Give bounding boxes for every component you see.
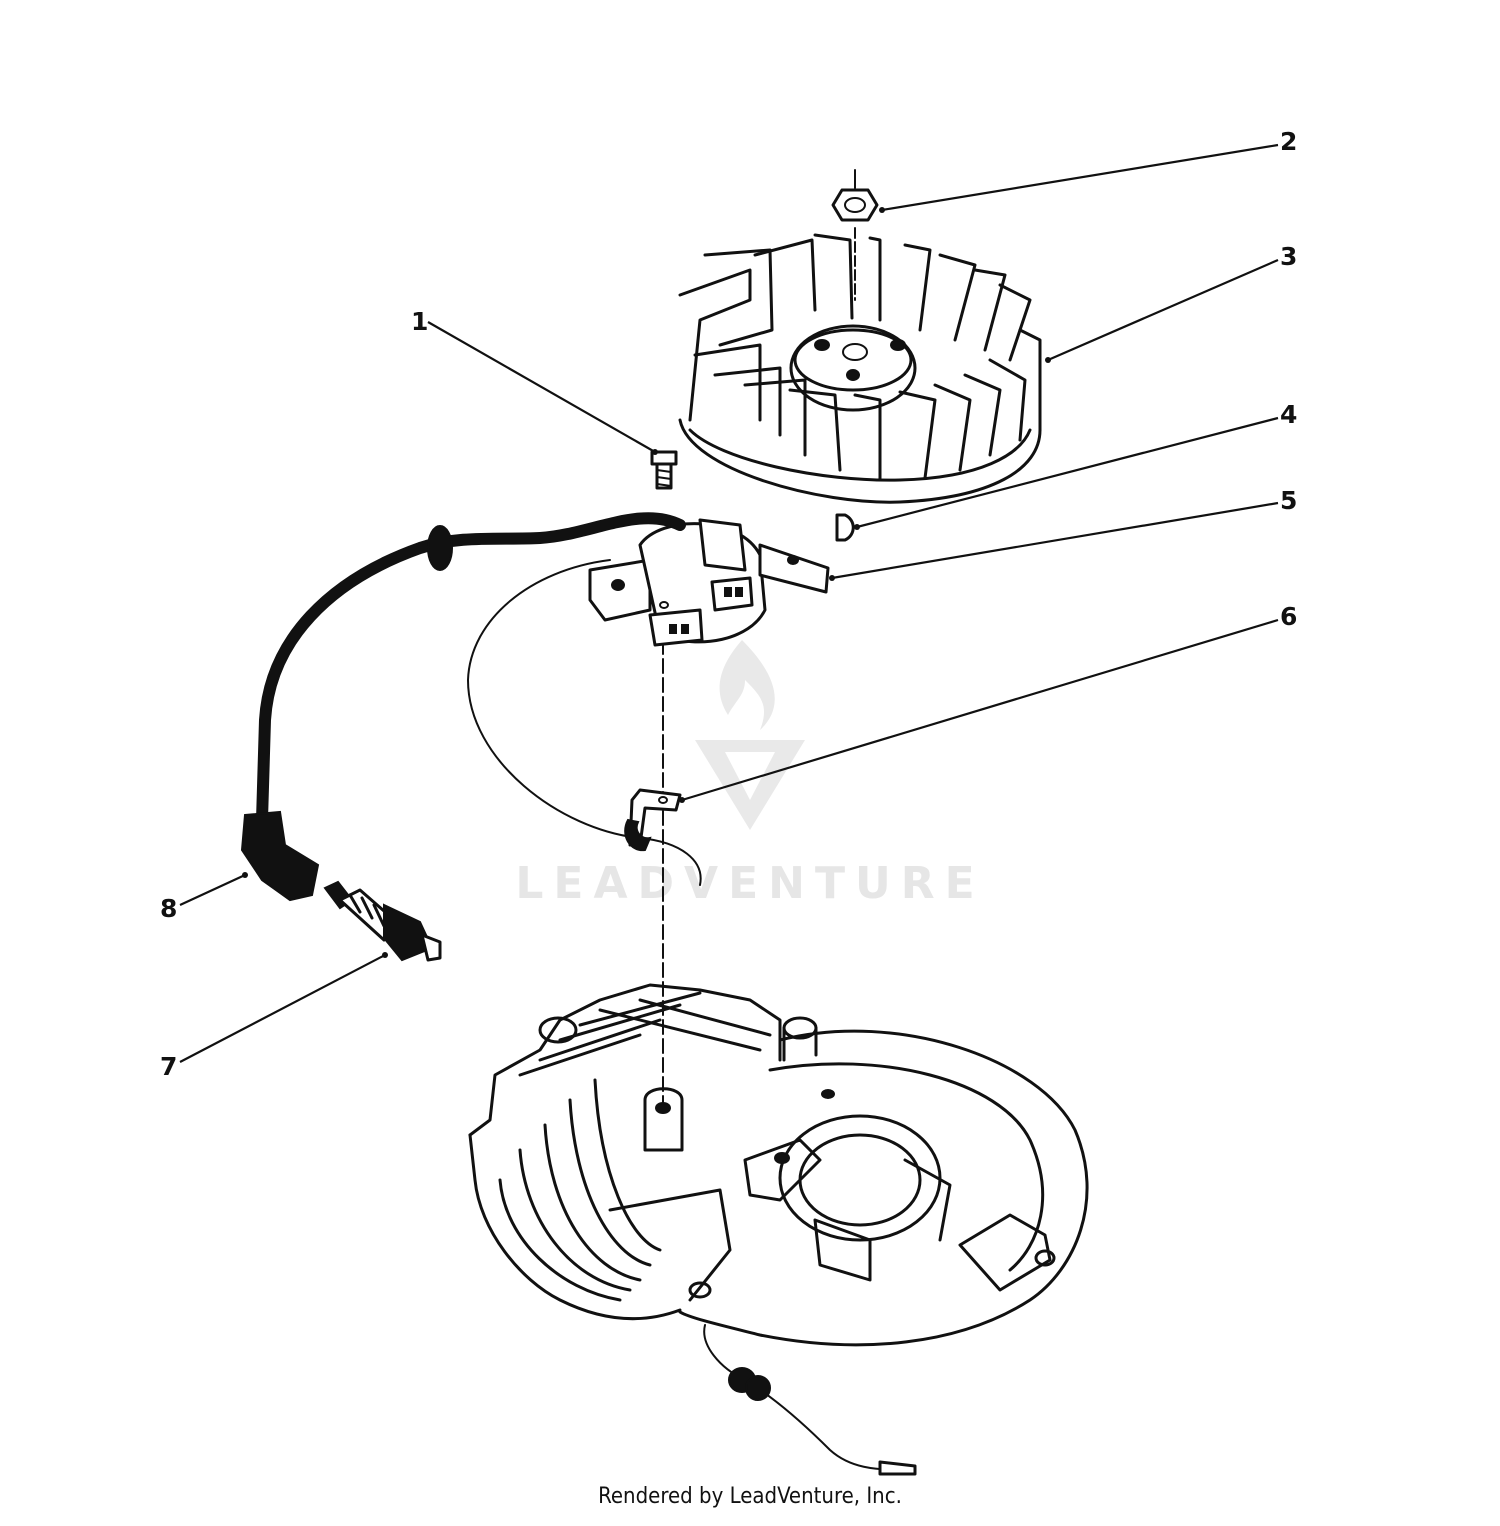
footer-credit: Rendered by LeadVenture, Inc. xyxy=(598,1484,902,1509)
leader-lines xyxy=(179,143,1279,1063)
spark-plug xyxy=(323,880,442,962)
watermark-flame-icon xyxy=(719,640,775,730)
callout-3: 3 xyxy=(1280,242,1297,271)
flywheel xyxy=(678,233,1042,504)
callout-6: 6 xyxy=(1280,602,1297,631)
mounting-screw xyxy=(650,450,678,490)
watermark-text: LEADVENTURE xyxy=(515,858,984,909)
spark-plug-wire xyxy=(240,512,686,902)
flywheel-nut xyxy=(831,169,879,301)
callout-7: 7 xyxy=(160,1052,177,1081)
leadventure-watermark: LEADVENTURE xyxy=(515,640,984,909)
engine-block xyxy=(468,983,1089,1476)
watermark-chevron-icon xyxy=(695,740,805,830)
callout-8: 8 xyxy=(160,894,177,923)
callout-5: 5 xyxy=(1280,486,1297,515)
callout-1: 1 xyxy=(411,307,428,336)
flywheel-key xyxy=(835,513,855,542)
ground-clip xyxy=(624,788,682,852)
ignition-module xyxy=(467,518,830,886)
callout-2: 2 xyxy=(1280,127,1297,156)
callout-4: 4 xyxy=(1280,400,1297,429)
callout-labels: 1 2 3 4 5 6 7 8 xyxy=(160,127,1297,1081)
